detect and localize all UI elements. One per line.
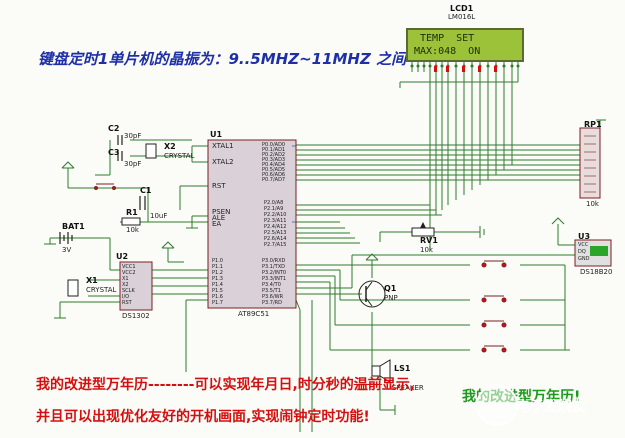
lcd-display: TEMP SET MAX:048 ON bbox=[406, 28, 524, 62]
p0_pins-pin: P0.1/AD1 bbox=[262, 147, 286, 153]
p2_pins-pin: P2.0/A8 bbox=[264, 200, 284, 206]
u2_pins-pin: RST bbox=[122, 300, 132, 306]
note-line-1-end: 显示, bbox=[381, 377, 416, 393]
u1-xtal1: XTAL1 bbox=[212, 142, 234, 150]
u3_pins-pin: GND bbox=[578, 256, 590, 262]
p0_pins-pin: P0.3/AD3 bbox=[262, 157, 286, 163]
c3-value: 30pF bbox=[124, 160, 142, 168]
u2_pins-pin: SCLK bbox=[122, 288, 135, 294]
bat1-label: BAT1 bbox=[62, 222, 85, 231]
c2-value: 30pF bbox=[124, 132, 142, 140]
p3_pins-pin: P3.1/TXD bbox=[262, 264, 285, 270]
p0_pins-pin: P0.0/AD0 bbox=[262, 142, 286, 148]
p2_pins-pin: P2.7/A15 bbox=[264, 242, 287, 248]
u2_pins-pin: X1 bbox=[122, 276, 129, 282]
ls1-part: SPEAKER bbox=[392, 384, 424, 392]
r1-value: 10k bbox=[126, 226, 139, 234]
note-line-1: 我的改进型万年历--------可以实现年月日,时分秒的温前显示, bbox=[36, 374, 415, 394]
p1_pins-pin: P1.6 bbox=[212, 294, 223, 300]
u2_pins-pin: VCC2 bbox=[122, 270, 136, 276]
u2-label: U2 bbox=[116, 252, 129, 261]
c2-label: C2 bbox=[108, 124, 120, 133]
p3_pins-pin: P3.4/T0 bbox=[262, 282, 281, 288]
p3_pins-pin: P3.7/RD bbox=[262, 300, 282, 306]
u2_pins-pin: X2 bbox=[122, 282, 129, 288]
p0_pins-pin: P0.6/AD6 bbox=[262, 172, 286, 178]
u1-psen: PSEN bbox=[212, 208, 231, 216]
bat1-value: 3V bbox=[62, 246, 72, 254]
u1-xtal2: XTAL2 bbox=[212, 158, 234, 166]
u3-sensor-badge bbox=[590, 246, 608, 256]
watermark-logo-icon bbox=[476, 384, 518, 426]
r1-label: R1 bbox=[126, 208, 138, 217]
u1-part: AT89C51 bbox=[238, 310, 270, 318]
p1_pins-pin: P1.2 bbox=[212, 270, 223, 276]
u2_pins-pin: VCC1 bbox=[122, 264, 136, 270]
p3_pins-pin: P3.5/T1 bbox=[262, 288, 281, 294]
note-line-2: 并且可以出现优化友好的开机画面,实现闹钟定时功能! bbox=[36, 409, 370, 425]
lcd-line-1: TEMP SET bbox=[414, 33, 475, 44]
p2_pins-pin: P2.1/A9 bbox=[264, 206, 284, 212]
p1_pins-pin: P1.0 bbox=[212, 258, 223, 264]
u2_pins-pin: I/O bbox=[122, 294, 130, 300]
u1-ea: EA bbox=[212, 220, 222, 228]
p1_pins-pin: P1.3 bbox=[212, 276, 223, 282]
p2_pins-pin: P2.3/A11 bbox=[264, 218, 287, 224]
note-line-1-strike: 温前 bbox=[353, 377, 382, 393]
c1-value: 10uF bbox=[150, 212, 168, 220]
lcd-line-2: MAX:048 ON bbox=[414, 46, 481, 57]
lcd-part-label: LM016L bbox=[448, 13, 476, 21]
u1-ale: ALE bbox=[212, 214, 226, 222]
u3-label: U3 bbox=[578, 232, 591, 241]
p3_pins-pin: P3.6/WR bbox=[262, 294, 284, 300]
p2_pins-pin: P2.5/A13 bbox=[264, 230, 287, 236]
p1_pins-pin: P1.5 bbox=[212, 288, 223, 294]
diagram-title: 键盘定时1单片机的晶振为：9..5MHZ~11MHZ 之间 bbox=[38, 50, 407, 68]
p1_pins-pin: P1.1 bbox=[212, 264, 223, 270]
p3_pins-pin: P3.3/INT1 bbox=[262, 276, 287, 282]
p0_pins-pin: P0.4/AD4 bbox=[262, 162, 286, 168]
q1-part: PNP bbox=[384, 294, 398, 302]
u3_pins-pin: DQ bbox=[578, 249, 586, 255]
rp1-label: RP1 bbox=[584, 120, 602, 129]
p3_pins-pin: P3.2/INT0 bbox=[262, 270, 287, 276]
p0_pins-pin: P0.5/AD5 bbox=[262, 167, 286, 173]
p2_pins-pin: P2.4/A12 bbox=[264, 224, 287, 230]
p2_pins-pin: P2.2/A10 bbox=[264, 212, 287, 218]
p0_pins-pin: P0.7/AD7 bbox=[262, 177, 286, 183]
lcd-ref-label: LCD1 bbox=[450, 4, 474, 13]
p0_pins-pin: P0.2/AD2 bbox=[262, 152, 286, 158]
ls1-label: LS1 bbox=[394, 364, 411, 373]
p1_pins-pin: P1.7 bbox=[212, 300, 223, 306]
u1-label: U1 bbox=[210, 130, 223, 139]
c1-label: C1 bbox=[140, 186, 152, 195]
x1-crystal: CRYSTAL bbox=[86, 286, 117, 294]
c3-label: C3 bbox=[108, 148, 120, 157]
note-line-1-text: 我的改进型万年历--------可以实现年月日,时分秒的 bbox=[36, 377, 354, 393]
p1_pins-pin: P1.4 bbox=[212, 282, 223, 288]
u3_pins-pin: VCC bbox=[578, 242, 589, 248]
p3_pins-pin: P3.0/RXD bbox=[262, 258, 286, 264]
watermark-text: 电子发烧友 bbox=[516, 399, 586, 415]
rv1-value: 10k bbox=[420, 246, 433, 254]
p2_pins-pin: P2.6/A14 bbox=[264, 236, 287, 242]
x1-label: X1 bbox=[86, 276, 98, 285]
x2-label: X2 bbox=[164, 142, 176, 151]
q1-label: Q1 bbox=[384, 284, 397, 293]
u3-part: DS18B20 bbox=[580, 268, 613, 276]
u2-part: DS1302 bbox=[122, 312, 150, 320]
u1-rst: RST bbox=[212, 182, 226, 190]
rp1-value: 10k bbox=[586, 200, 599, 208]
x2-crystal: CRYSTAL bbox=[164, 152, 195, 160]
rv1-label: RV1 bbox=[420, 236, 438, 245]
